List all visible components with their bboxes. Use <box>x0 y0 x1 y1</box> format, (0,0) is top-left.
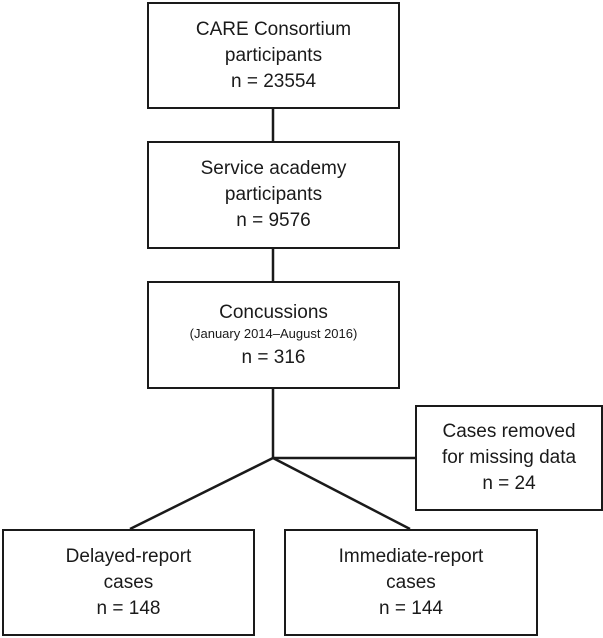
care-title: CARE Consortium <box>195 18 352 40</box>
care-count: n = 23554 <box>230 70 317 92</box>
delayed-title: Delayed-report <box>65 545 192 567</box>
removed-cases-box: Cases removed for missing data n = 24 <box>415 405 603 511</box>
delayed-report-box: Delayed-report cases n = 148 <box>2 529 255 636</box>
delayed-subtitle: cases <box>103 571 154 593</box>
removed-title: Cases removed <box>442 421 576 442</box>
concussions-period: (January 2014–August 2016) <box>189 325 358 341</box>
care-participants-box: CARE Consortium participants n = 23554 <box>147 2 400 109</box>
concussions-count: n = 316 <box>241 346 306 368</box>
connector-split-to-immediate <box>272 456 411 531</box>
immediate-title: Immediate-report <box>338 545 484 567</box>
removed-count: n = 24 <box>482 473 536 494</box>
concussions-box: Concussions (January 2014–August 2016) n… <box>147 281 400 389</box>
immediate-count: n = 144 <box>379 597 443 619</box>
concussions-title: Concussions <box>219 301 328 323</box>
service-title: Service academy <box>200 158 347 179</box>
delayed-count: n = 148 <box>96 597 161 619</box>
service-subtitle: participants <box>224 184 323 205</box>
immediate-report-box: Immediate-report cases n = 144 <box>284 529 538 636</box>
service-count: n = 9576 <box>236 210 311 231</box>
service-academy-box: Service academy participants n = 9576 <box>147 141 400 249</box>
removed-subtitle: for missing data <box>441 447 577 468</box>
connector-split-to-delayed <box>129 456 274 531</box>
immediate-subtitle: cases <box>386 571 436 593</box>
care-subtitle: participants <box>224 44 323 66</box>
